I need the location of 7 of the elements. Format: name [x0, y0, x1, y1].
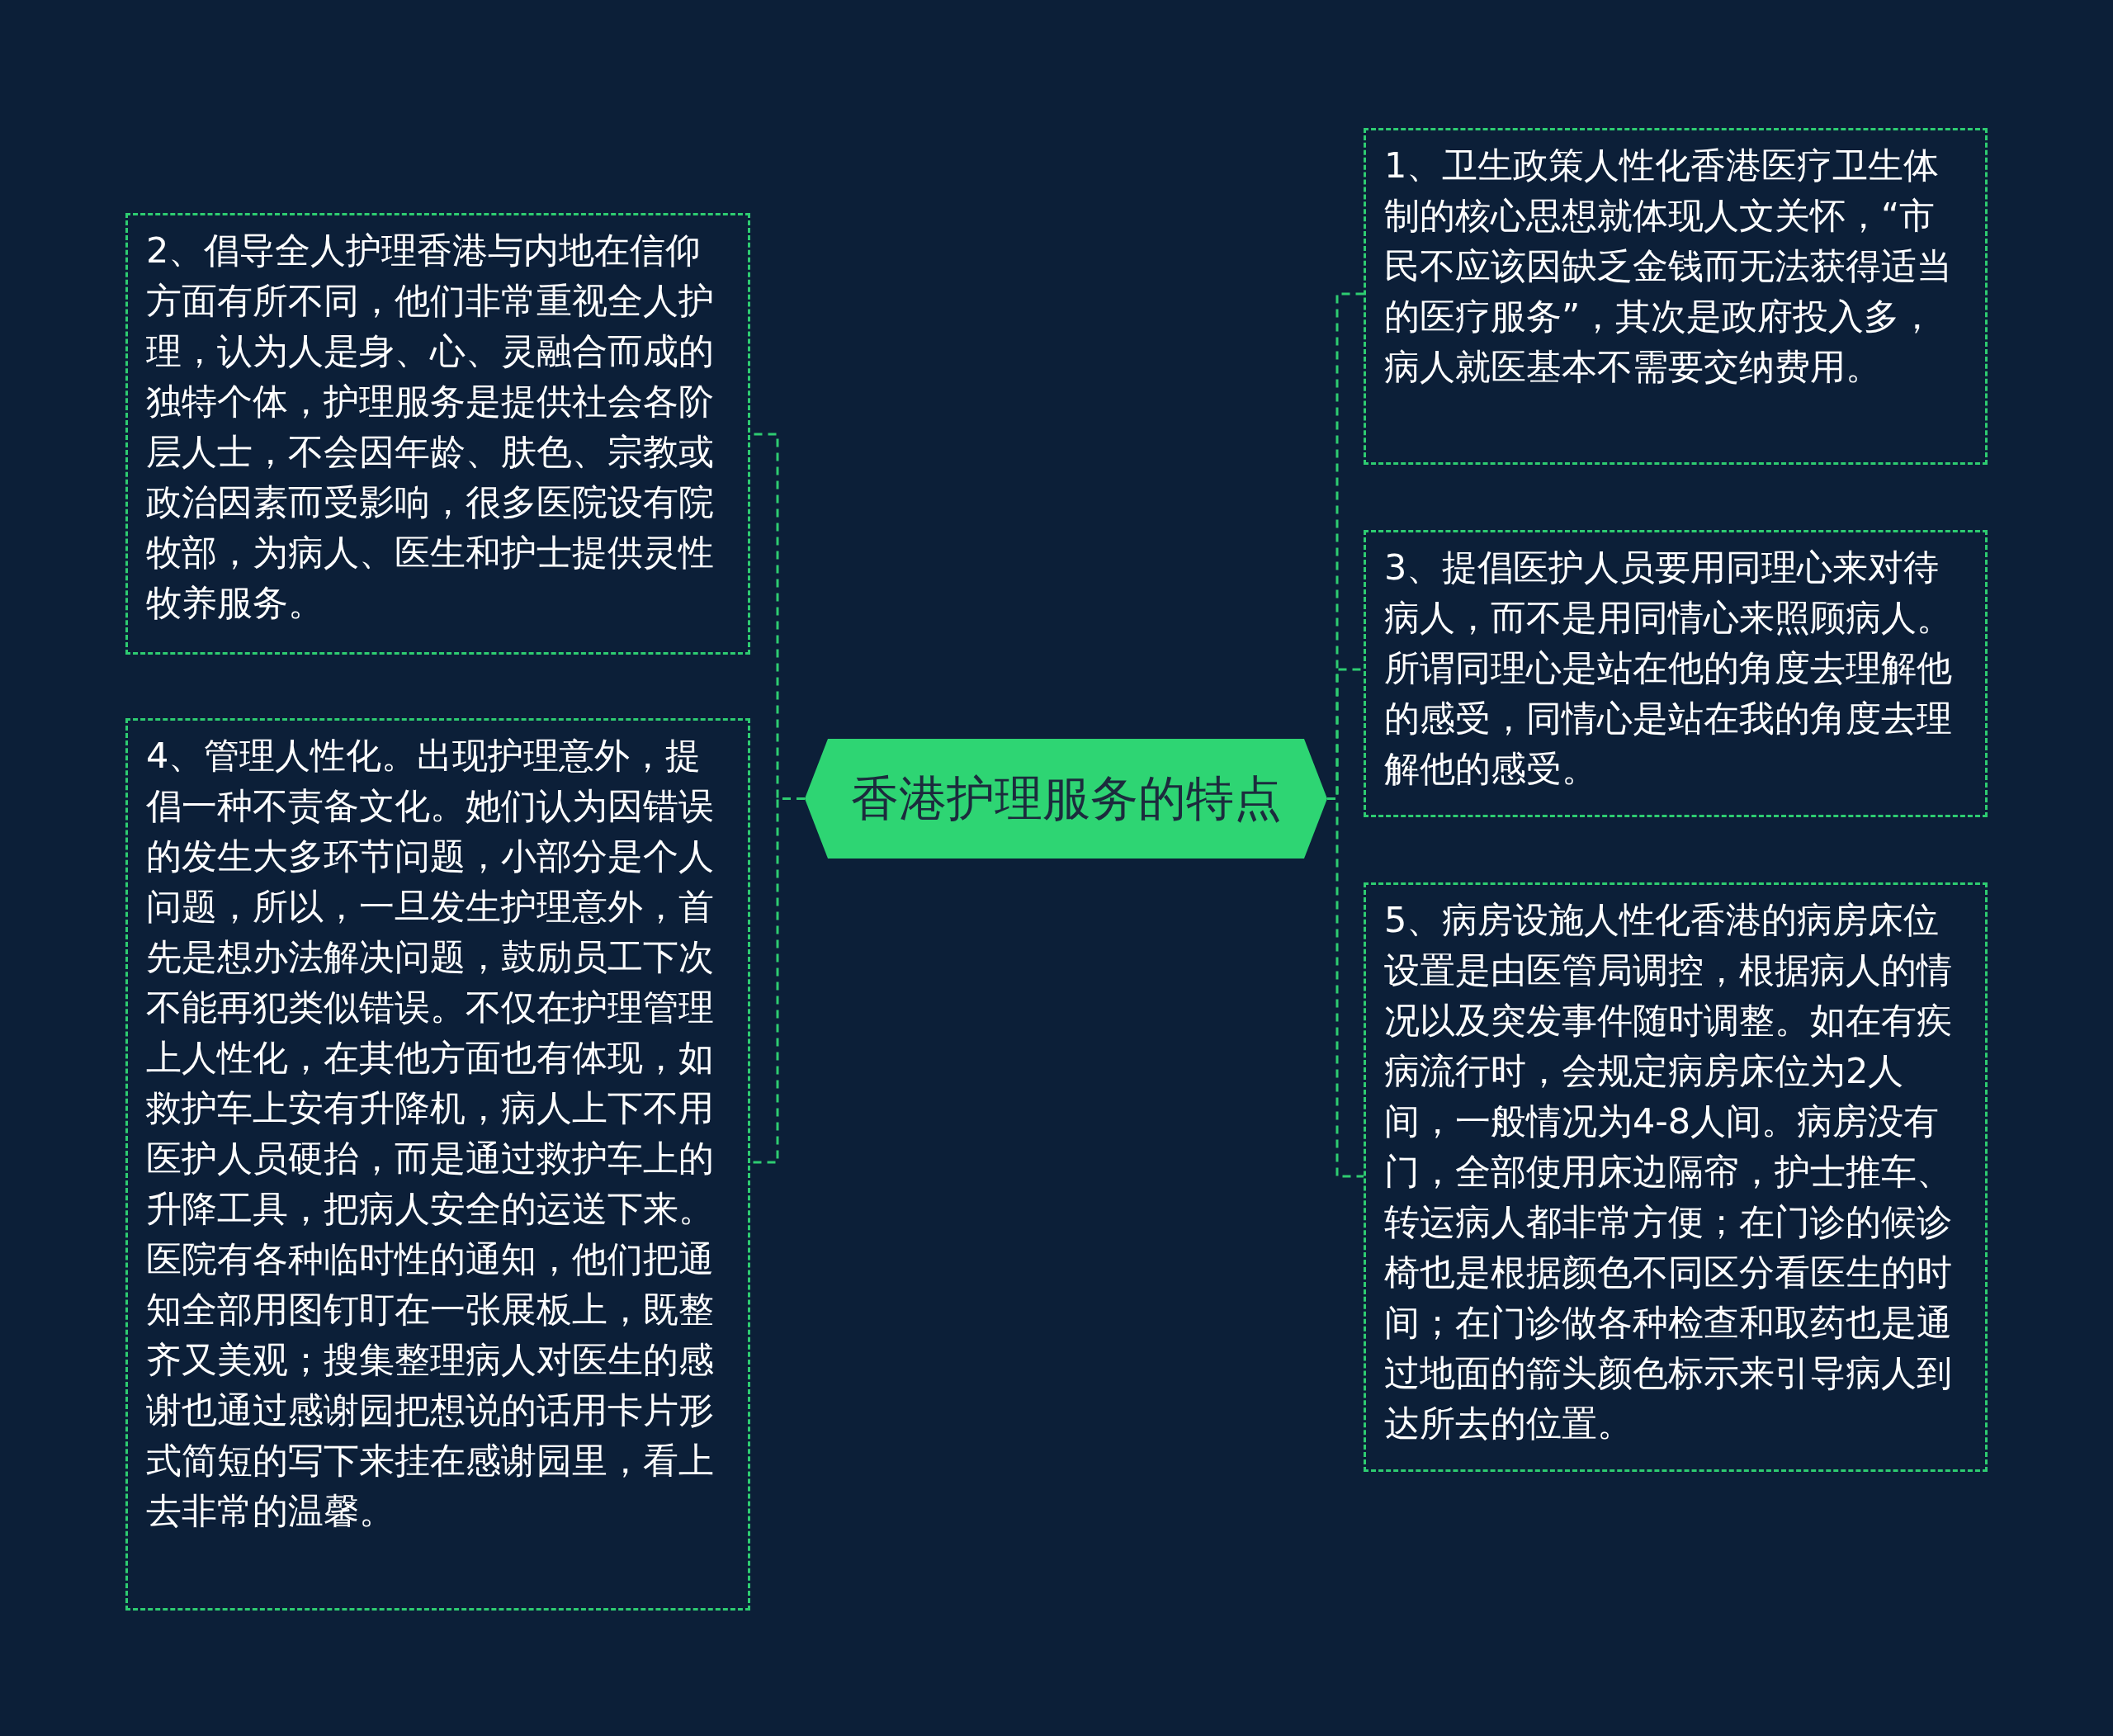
- connector-line: [1327, 797, 1364, 1178]
- text-box: 5、病房设施人性化香港的病房床位设置是由医管局调控，根据病人的情况以及突发事件随时调整。如在有疾病流行时，会规定病房床位为2人间，一般情况为4-8人间。病房没有门，全部使用床边隔帘，护士推车、转运病人都非常方便；在门诊的候诊椅也是根据颜色不同区分看医生的时间；在门诊做各种检查和取药也是通过地面的箭头颜色标示来引导病人到达所去的位置。: [1364, 882, 1988, 1472]
- text-box: 1、卫生政策人性化香港医疗卫生体制的核心思想就体现人文关怀，“市民不应该因缺乏金钱而无法获得适当的医疗服务”，其次是政府投入多，病人就医基本不需要交纳费用。: [1364, 128, 1988, 465]
- text-box: 3、提倡医护人员要用同理心来对待病人，而不是用同情心来照顾病人。所谓同理心是站在他的角度去理解他的感受，同情心是站在我的角度去理解他的感受。: [1364, 530, 1988, 817]
- topic-title: 香港护理服务的特点: [850, 769, 1282, 828]
- text-box: 2、倡导全人护理香港与内地在信仰方面有所不同，他们非常重视全人护理，认为人是身、心、灵融合而成的独特个体，护理服务是提供社会各阶层人士，不会因年龄、肤色、宗教或政治因素而受影响，很多医院设有院牧部，为病人、医生和护士提供灵性牧养服务。: [125, 213, 750, 655]
- text-box: 4、管理人性化。出现护理意外，提倡一种不责备文化。她们认为因错误的发生大多环节问题，小部分是个人问题，所以，一旦发生护理意外，首先是想办法解决问题，鼓励员工下次不能再犯类似错误。不仅在护理管理上人性化，在其他方面也有体现，如救护车上安有升降机，病人上下不用医护人员硬抬，而是通过救护车上的升降工具，把病人安全的运送下来。医院有各种临时性的通知，他们把通知全部用图钉盯在一张展板上，既整齐又美观；搜集整理病人对医生的感谢也通过感谢园把想说的话用卡片形式简短的写下来挂在感谢园里，看上去非常的温馨。: [125, 718, 750, 1611]
